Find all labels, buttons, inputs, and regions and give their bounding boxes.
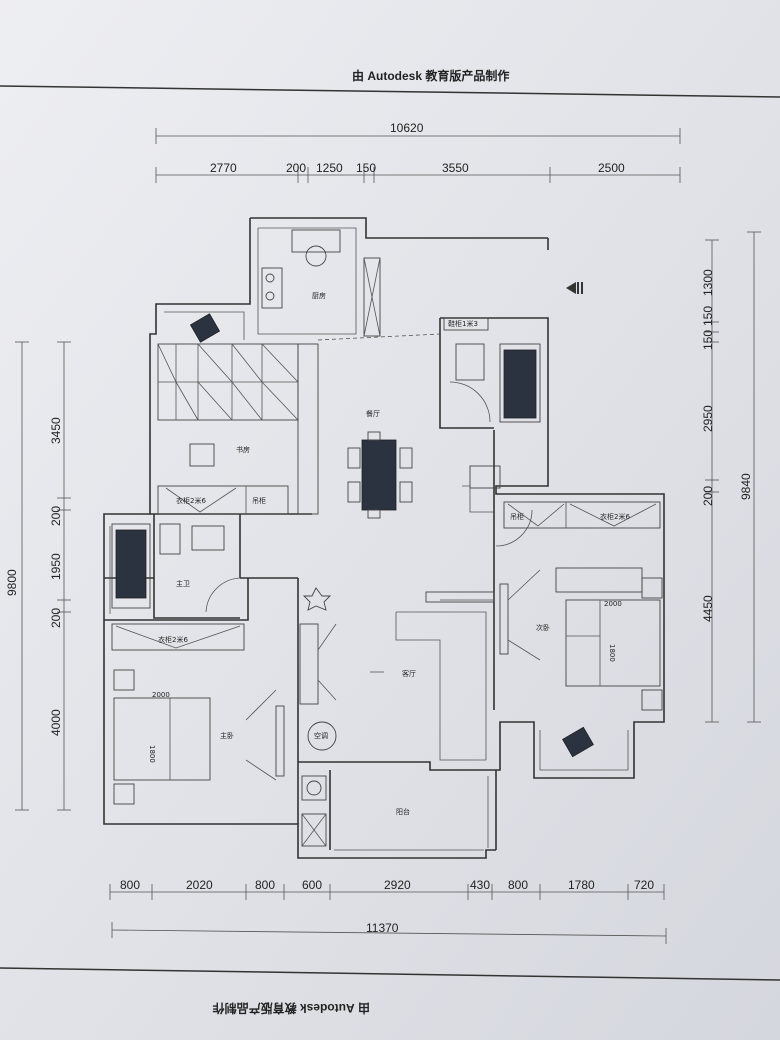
dim-left-seg-5: 4000	[49, 709, 63, 736]
left-dimension-lines	[15, 341, 71, 811]
entry-arrow-symbol	[566, 282, 583, 294]
dim-bottom-seg-2: 2020	[186, 878, 213, 892]
dim-top-seg-3: 1250	[316, 161, 343, 175]
label-second-wardrobe: 衣柜2米6	[600, 512, 630, 521]
dim-bottom-total: 11370	[366, 921, 399, 935]
dim-bottom-seg-5: 2920	[384, 878, 411, 892]
dim-bottom-seg-6: 430	[470, 878, 490, 892]
top-border-line	[0, 85, 780, 98]
dim-left-seg-4: 200	[49, 608, 63, 628]
lounge-chair-top-left	[189, 313, 221, 343]
second-bed-width: 2000	[604, 600, 622, 608]
room-label-balcony: 阳台	[396, 807, 410, 816]
dining-table-set	[347, 431, 413, 519]
dim-top-total: 10620	[390, 121, 424, 135]
dim-right-seg-6: 4450	[701, 595, 715, 622]
master-bed	[113, 669, 285, 805]
right-dimension-lines	[705, 231, 761, 723]
dim-left-seg-3: 1950	[49, 553, 63, 580]
second-bed-length: 1800	[608, 644, 616, 662]
master-bathroom	[111, 523, 241, 613]
dim-right-seg-2: 150	[701, 306, 715, 326]
dim-right-seg-4: 2950	[701, 405, 715, 432]
label-ac: 空调	[314, 731, 328, 740]
label-study-wardrobe: 衣柜2米6	[176, 496, 206, 505]
dim-right-seg-5: 200	[701, 486, 715, 506]
dim-bottom-seg-7: 800	[508, 878, 528, 892]
bottom-watermark: 由 Autodesk 教育版产品制作	[213, 1001, 370, 1016]
room-label-master-bath: 主卫	[176, 579, 190, 588]
kitchen-fixtures	[261, 229, 381, 337]
study-wardrobe	[157, 485, 289, 515]
dim-bottom-seg-8: 1780	[568, 878, 595, 892]
label-master-wardrobe: 衣柜2米6	[158, 635, 188, 644]
kitchen-opening-line	[317, 333, 441, 341]
second-bedroom	[495, 501, 663, 758]
dim-bottom-seg-1: 800	[120, 878, 140, 892]
label-shoe-cabinet: 鞋柜1米3	[448, 319, 478, 328]
master-wardrobe	[111, 623, 245, 651]
dim-bottom-seg-9: 720	[634, 878, 654, 892]
dim-top-seg-4: 150	[356, 161, 376, 175]
bottom-border-line	[0, 967, 780, 981]
bottom-dimension-lines	[109, 884, 667, 944]
master-bed-length: 1800	[148, 745, 156, 763]
top-watermark: 由 Autodesk 教育版产品制作	[352, 68, 509, 83]
room-label-living: 客厅	[402, 669, 416, 678]
label-study-hanging: 吊柜	[252, 496, 266, 505]
dim-bottom-seg-4: 600	[302, 878, 322, 892]
dim-top-seg-5: 3550	[442, 161, 469, 175]
dim-top-seg-6: 2500	[598, 161, 625, 175]
dim-right-seg-3: 150	[701, 330, 715, 350]
master-bed-width: 2000	[152, 691, 170, 699]
dim-top-seg-2: 200	[286, 161, 306, 175]
dim-right-seg-1: 1300	[701, 269, 715, 296]
living-room-furniture	[299, 587, 495, 751]
room-label-master-bed: 主卧	[220, 731, 234, 740]
top-dimension-lines	[155, 128, 681, 183]
room-label-second-bed: 次卧	[536, 623, 550, 632]
dim-right-total: 9840	[739, 473, 753, 500]
study-bookshelf	[157, 343, 319, 515]
exterior-walls	[103, 217, 665, 859]
dim-bottom-seg-3: 800	[255, 878, 275, 892]
dim-left-seg-2: 200	[49, 506, 63, 526]
room-label-dining: 餐厅	[366, 409, 380, 418]
dim-left-seg-1: 3450	[49, 417, 63, 444]
second-bathroom	[443, 317, 541, 489]
dim-top-seg-1: 2770	[210, 161, 237, 175]
dim-left-total: 9800	[5, 569, 19, 596]
room-label-study: 书房	[236, 445, 250, 454]
room-label-kitchen: 厨房	[312, 291, 326, 300]
label-second-hanging: 吊柜	[510, 512, 524, 521]
bottom-balcony	[301, 775, 489, 851]
